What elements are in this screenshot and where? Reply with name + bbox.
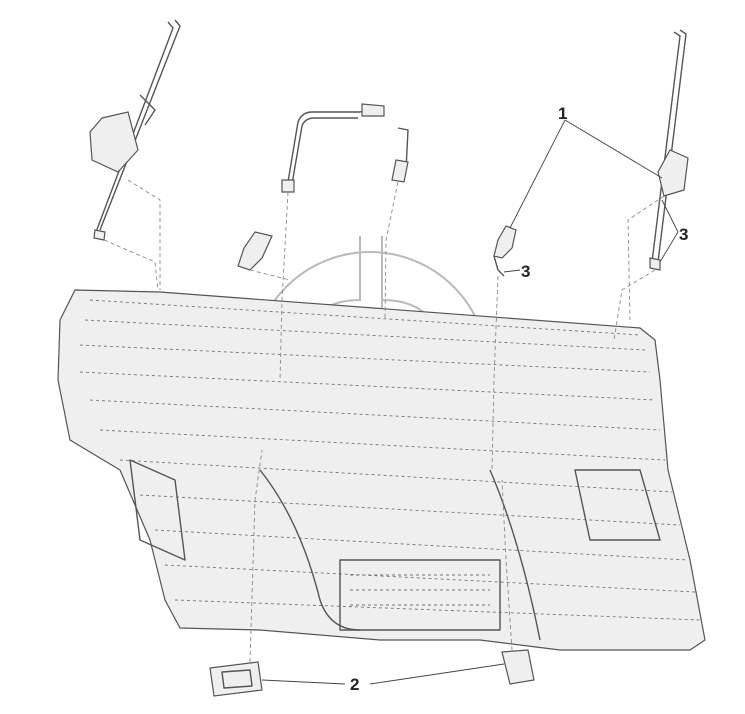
callout-1: 1	[558, 104, 567, 123]
leader-lines	[261, 119, 679, 685]
center-buckle-stalk	[384, 127, 409, 321]
left-belt-retractor	[89, 19, 181, 291]
right-belt-retractor	[613, 29, 689, 341]
callout-3-right: 3	[679, 225, 688, 244]
lower-anchor-right	[501, 479, 535, 685]
right-buckle-stalk	[491, 225, 517, 471]
lower-anchor-left	[209, 449, 263, 697]
left-anchor-clip	[237, 231, 291, 281]
callout-3-center: 3	[521, 262, 530, 281]
center-belt-guide	[279, 103, 385, 381]
callout-2: 2	[350, 675, 359, 694]
floor-pan	[57, 289, 706, 651]
